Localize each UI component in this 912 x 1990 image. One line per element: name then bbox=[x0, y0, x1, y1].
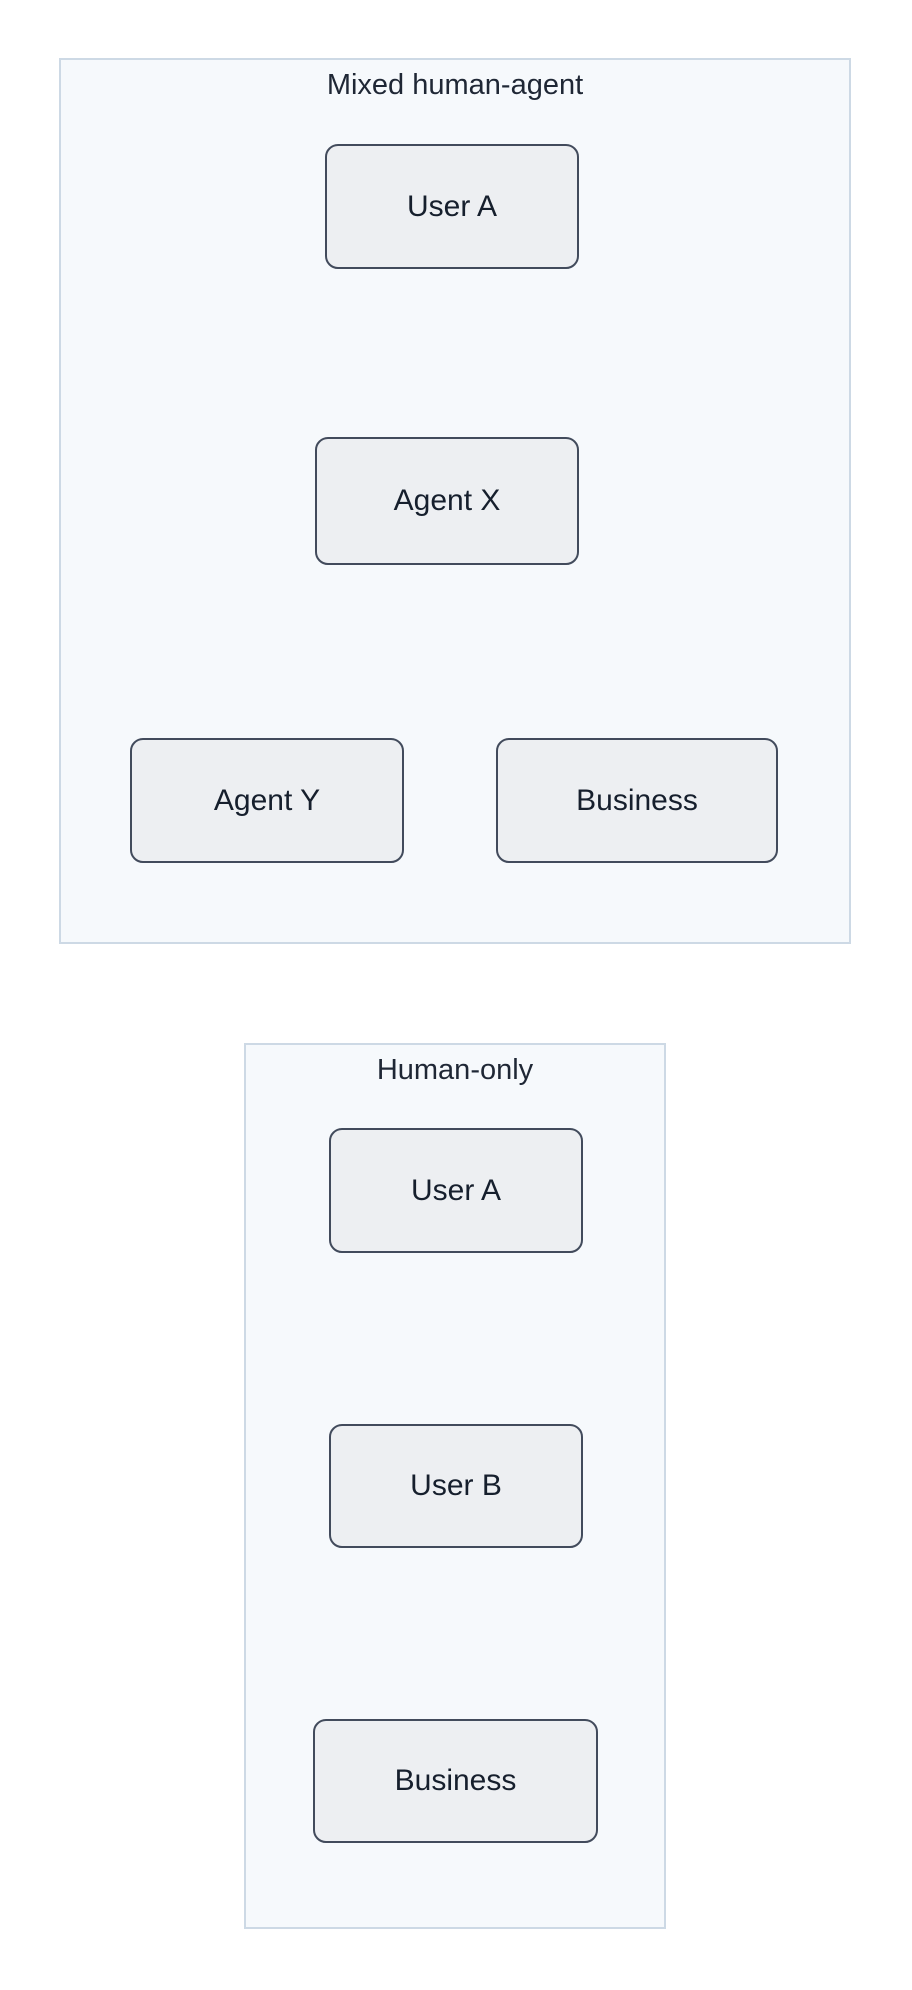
node-user-a: User A bbox=[329, 1128, 583, 1253]
node-label: Business bbox=[394, 1764, 517, 1797]
node-agent-y: Agent Y bbox=[130, 738, 404, 863]
node-agent-x: Agent X bbox=[315, 437, 579, 565]
node-user-a: User A bbox=[325, 144, 579, 269]
node-user-b: User B bbox=[329, 1424, 583, 1548]
node-label: User A bbox=[406, 189, 498, 223]
subgraph-title: Mixed human-agent bbox=[326, 69, 584, 101]
node-label: Agent Y bbox=[213, 783, 321, 817]
node-label: Agent X bbox=[393, 484, 501, 517]
node-business: Business bbox=[313, 1719, 598, 1843]
node-label: Business bbox=[576, 783, 698, 817]
node-label: User A bbox=[410, 1173, 502, 1207]
node-label: User B bbox=[410, 1469, 502, 1502]
node-business: Business bbox=[496, 738, 778, 863]
subgraph-title: Human-only bbox=[376, 1054, 534, 1086]
